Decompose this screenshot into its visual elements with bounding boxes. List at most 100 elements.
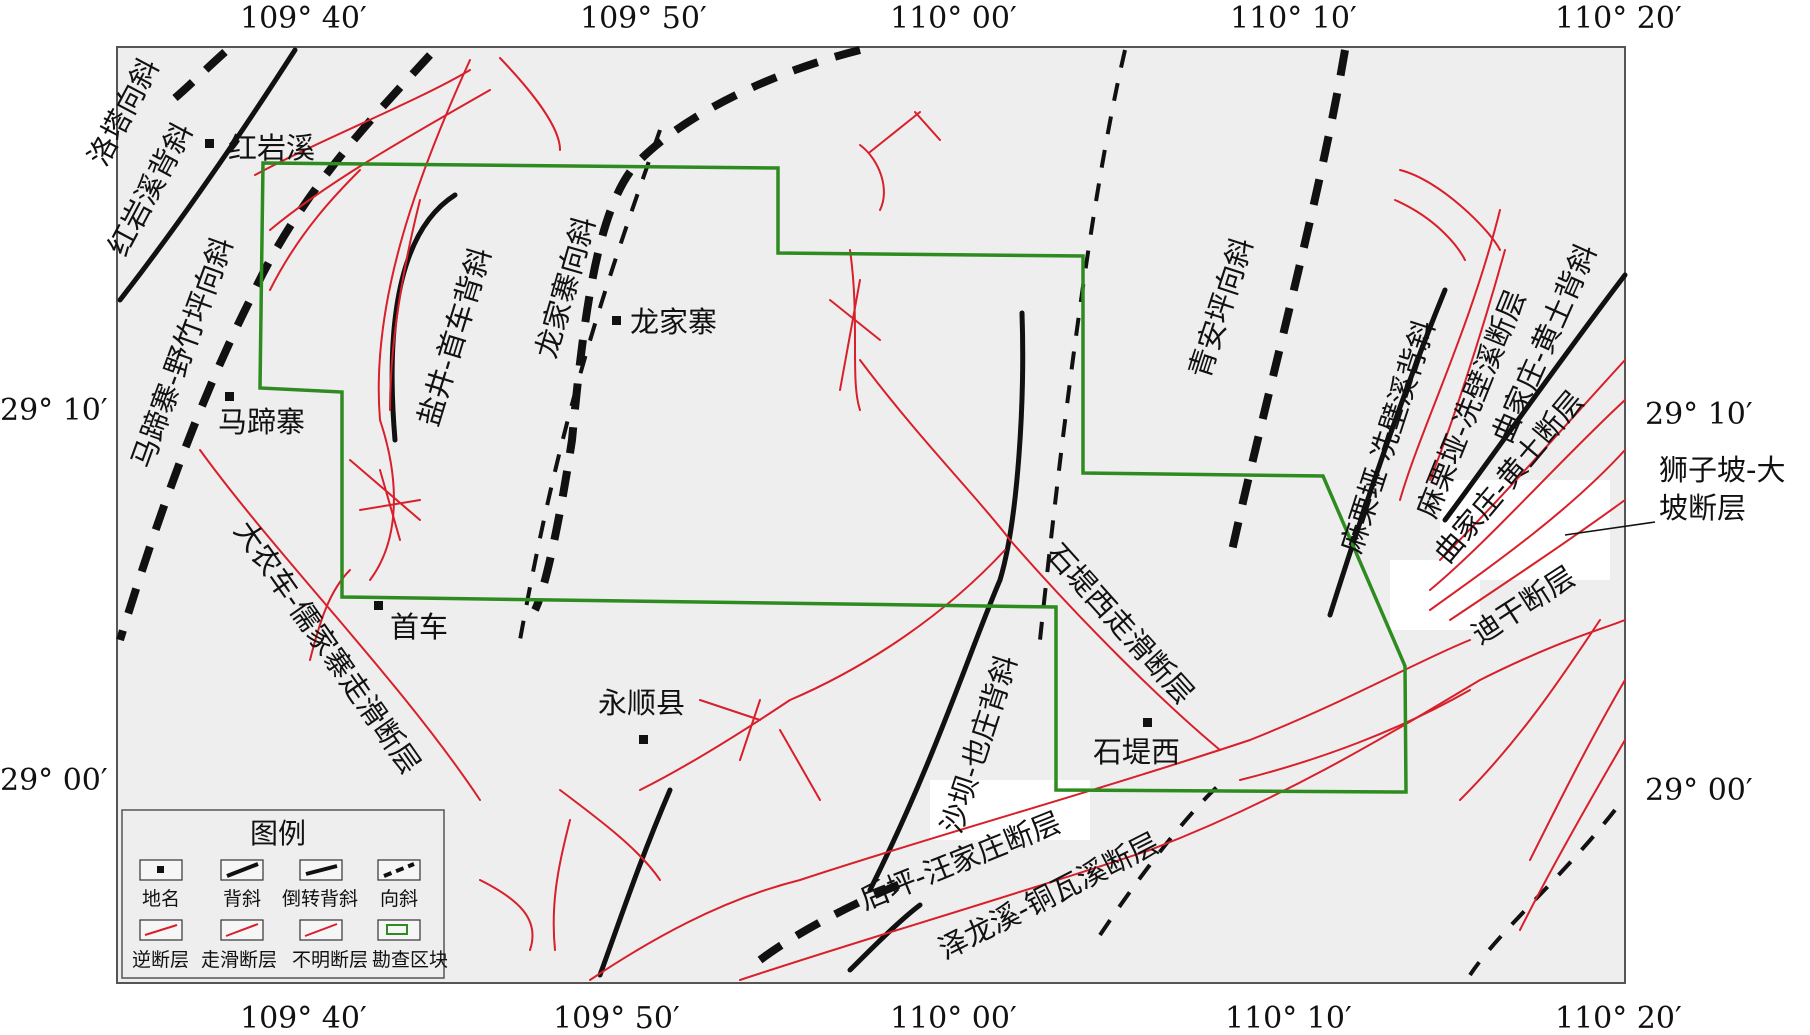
overturned-anticline-symbol <box>305 864 338 876</box>
fault-line <box>1449 499 1626 621</box>
longjiazhai-syncline <box>518 129 662 641</box>
malishan-anticline <box>1327 287 1448 618</box>
syncline-symbol <box>383 862 415 878</box>
anticline-symbol <box>226 862 259 878</box>
place-marker <box>639 735 648 744</box>
fault-line <box>1399 169 1501 251</box>
fault-line <box>869 111 941 153</box>
fault-line <box>369 59 471 581</box>
hongyanxi-anticline <box>117 47 298 303</box>
luota-syncline <box>172 49 228 102</box>
fault-line <box>559 789 661 881</box>
fault-line <box>1399 209 1501 501</box>
fault-line <box>739 619 1626 981</box>
strike-slip-fault-symbol <box>225 923 259 937</box>
yanjing-anticline <box>389 192 458 443</box>
fault-line <box>269 169 361 291</box>
place-marker <box>374 601 383 610</box>
reverse-fault-symbol <box>144 924 178 936</box>
legend-item-label: 背斜 <box>223 888 261 910</box>
coord-bottom: 110° 10′ <box>1225 1001 1352 1035</box>
place-labels: 红岩溪 龙家寨 马蹄寨 首车 永顺县 石堤西 <box>218 131 1180 769</box>
unknown-fault-symbol <box>304 923 338 937</box>
fault-line <box>269 89 491 231</box>
fault-line <box>199 449 481 801</box>
coord-bottom: 110° 00′ <box>890 1001 1017 1035</box>
qinganping-syncline <box>1038 49 1127 641</box>
shaba-anticline <box>867 310 1026 893</box>
legend-item-label: 向斜 <box>380 888 418 910</box>
bottom-syncline <box>757 876 912 964</box>
legend-box <box>121 809 445 979</box>
place-marker <box>612 316 621 325</box>
legend-title: 图例 <box>250 817 306 850</box>
label-leader-line <box>1564 521 1656 536</box>
fault-line <box>389 199 421 411</box>
place-markers <box>205 139 1152 744</box>
place-label: 红岩溪 <box>228 131 315 165</box>
fault-line <box>849 249 861 411</box>
place-label: 永顺县 <box>598 686 685 720</box>
qujiazhuang-anticline <box>1442 272 1628 523</box>
coord-right: 29° 10′ <box>1645 397 1753 432</box>
coord-bottom: 109° 40′ <box>240 1001 367 1035</box>
faults <box>199 57 1626 981</box>
legend-item-label: 走滑断层 <box>201 949 277 971</box>
matizhai-syncline <box>116 52 433 642</box>
place-marker <box>1143 718 1152 727</box>
fault-line <box>859 359 1221 751</box>
fault-line <box>1239 689 1471 781</box>
south-syncline <box>1098 778 1227 937</box>
fault-line <box>1519 739 1626 931</box>
coord-right: 29° 00′ <box>1645 773 1753 808</box>
legend-symbols <box>139 859 421 941</box>
place-marker <box>225 392 234 401</box>
fault-label: 坡断层 <box>1659 491 1746 525</box>
place-marker <box>205 139 214 148</box>
fault-line <box>479 879 534 951</box>
coord-top: 109° 40′ <box>240 1 367 36</box>
fault-line <box>552 819 571 951</box>
legend-item-label: 地名 <box>142 888 180 910</box>
legend-item-label: 勘查区块 <box>372 949 448 971</box>
synclines <box>116 46 1617 977</box>
fault-label: 狮子坡-大 <box>1659 453 1785 487</box>
legend: 图例 地名 背斜 倒转背斜 向斜 逆断层 走滑断层 不明断层 勘查区块 <box>121 809 448 979</box>
coord-left: 29° 10′ <box>0 393 108 428</box>
coord-top: 110° 00′ <box>890 1 1017 36</box>
legend-item-label: 倒转背斜 <box>282 888 358 910</box>
middle-syncline <box>531 46 861 612</box>
anticlines <box>117 47 1628 978</box>
legend-item-label: 逆断层 <box>132 949 189 971</box>
place-name-symbol <box>157 866 164 873</box>
fault-line <box>499 57 561 151</box>
fault-line <box>829 279 881 391</box>
exploration-block-symbol <box>386 924 408 935</box>
legend-item-label: 不明断层 <box>292 949 368 971</box>
coord-bottom: 109° 50′ <box>553 1001 680 1035</box>
coord-top: 110° 10′ <box>1230 1 1357 36</box>
coord-top: 109° 50′ <box>580 1 707 36</box>
fault-line <box>1459 619 1601 801</box>
east-syncline <box>1226 49 1349 561</box>
place-label: 马蹄寨 <box>218 405 305 439</box>
fault-line <box>349 459 421 541</box>
fault-line <box>1529 679 1626 861</box>
place-label: 首车 <box>390 610 448 644</box>
fault-line <box>309 569 351 661</box>
place-label: 石堤西 <box>1093 735 1180 769</box>
exploration-block <box>258 161 1408 794</box>
yongshun-anticline <box>597 787 673 978</box>
fault-line <box>1429 399 1626 591</box>
place-label: 龙家寨 <box>630 305 717 339</box>
coord-left: 29° 00′ <box>0 763 108 798</box>
fault-line <box>1429 449 1626 611</box>
coord-top: 110° 20′ <box>1555 1 1682 36</box>
fault-line <box>699 699 821 801</box>
fault-line <box>859 144 885 211</box>
south-anticline <box>847 902 923 973</box>
fault-line <box>1439 359 1626 561</box>
fault-line <box>1394 199 1466 261</box>
fault-line <box>1429 249 1506 481</box>
